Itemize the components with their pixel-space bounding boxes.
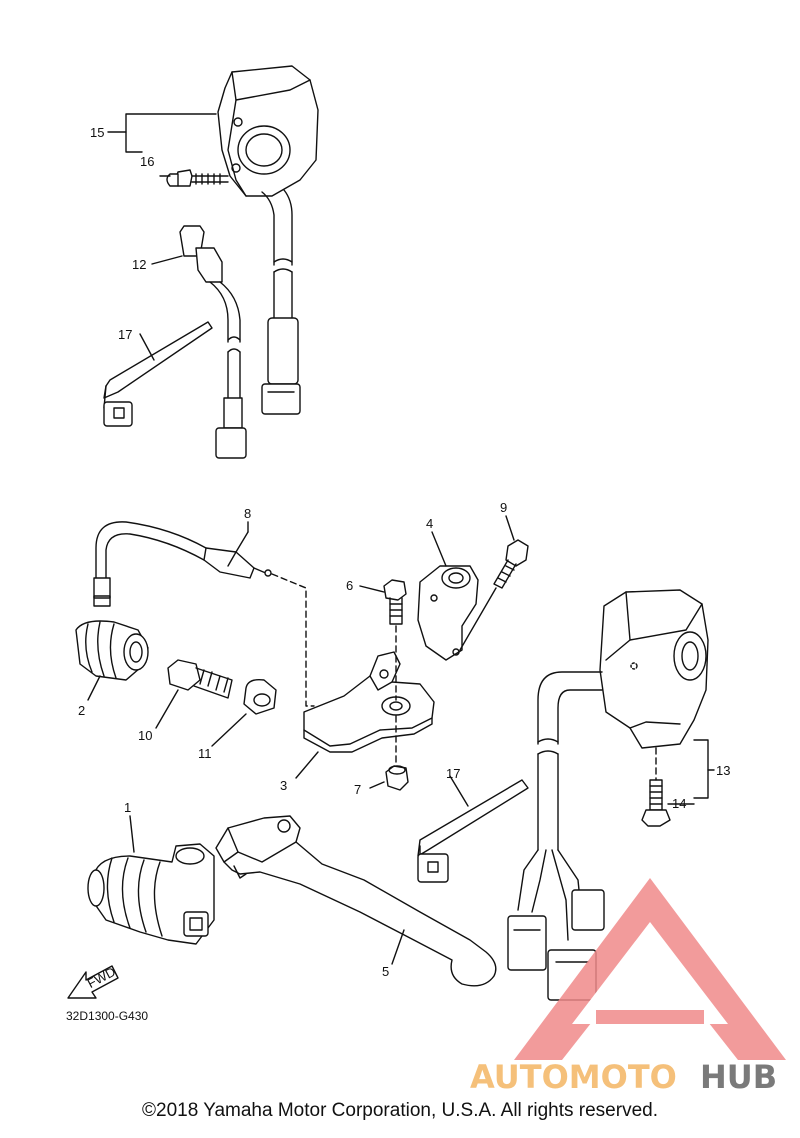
dust-cover-2 <box>76 621 148 680</box>
fwd-arrow-icon <box>68 966 118 998</box>
part-label-8: 8 <box>244 506 251 521</box>
switch-12 <box>180 226 246 458</box>
switch-housing-13 <box>600 590 708 748</box>
copyright-text: ©2018 Yamaha Motor Corporation, U.S.A. A… <box>142 1100 658 1121</box>
pivot-bolt-6 <box>384 580 406 624</box>
part-labels: 15 16 12 17 8 4 9 6 2 10 11 3 7 17 13 14… <box>66 125 730 1023</box>
lever-holder-3 <box>304 652 434 752</box>
part-label-9: 9 <box>500 500 507 515</box>
switch-cable-upper <box>262 190 300 414</box>
part-label-2: 2 <box>78 703 85 718</box>
drawing-code: 32D1300-G430 <box>66 1009 148 1023</box>
switch-cable-lower <box>508 672 604 1000</box>
part-label-7: 7 <box>354 782 361 797</box>
clutch-switch-8 <box>94 522 271 606</box>
guide-line-8 <box>272 574 314 706</box>
part-label-6: 6 <box>346 578 353 593</box>
part-label-4: 4 <box>426 516 433 531</box>
part-label-10: 10 <box>138 728 152 743</box>
locknut-11 <box>244 680 276 714</box>
switch-housing-upper <box>218 66 318 196</box>
screw-16 <box>167 170 228 186</box>
part-label-17-upper: 17 <box>118 327 132 342</box>
leaders-lower <box>88 516 714 964</box>
part-label-11: 11 <box>198 746 212 761</box>
part-label-14: 14 <box>672 796 686 811</box>
part-label-1: 1 <box>124 800 131 815</box>
part-label-5: 5 <box>382 964 389 979</box>
cable-tie-upper <box>104 322 212 426</box>
cable-tie-lower <box>418 780 528 882</box>
lever-5 <box>216 816 496 986</box>
part-label-15: 15 <box>90 125 104 140</box>
bolt-9 <box>494 540 528 588</box>
watermark-logo: AUTOMOTO HUB <box>470 878 786 1096</box>
nut-7 <box>386 766 408 790</box>
screw-14 <box>642 780 670 826</box>
guide-line-9 <box>460 588 496 650</box>
part-label-16: 16 <box>140 154 154 169</box>
part-label-13: 13 <box>716 763 730 778</box>
watermark-text-1: AUTOMOTO <box>470 1058 677 1096</box>
watermark-text-2: HUB <box>700 1058 777 1096</box>
part-label-12: 12 <box>132 257 146 272</box>
leaders-upper <box>108 114 216 360</box>
adjust-bolt-10 <box>168 660 232 698</box>
clamp-4 <box>418 566 478 660</box>
part-label-17-lower: 17 <box>446 766 460 781</box>
cover-1 <box>88 844 214 944</box>
part-label-3: 3 <box>280 778 287 793</box>
